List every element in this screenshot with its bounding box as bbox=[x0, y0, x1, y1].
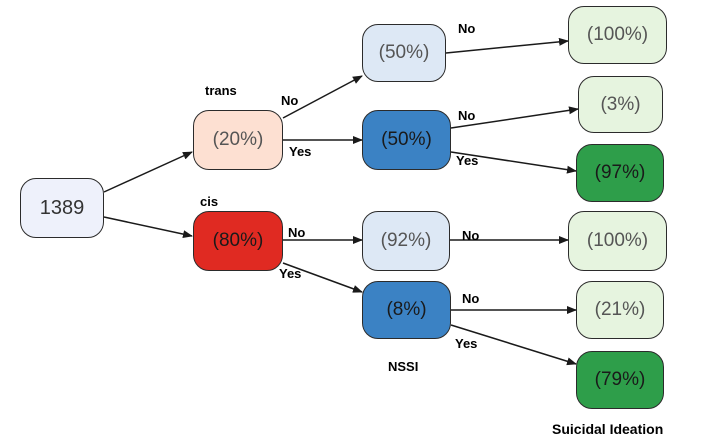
edge-cis-nssi-yes bbox=[282, 262, 363, 293]
cis-label: cis bbox=[200, 194, 219, 209]
trans-nssi-yes-node: (50%) bbox=[362, 110, 451, 170]
edge-label-cis-no: No bbox=[288, 225, 306, 240]
edge-label-trans-nssi-no-si-no: No bbox=[458, 21, 476, 36]
edge-cis-yes-si-yes bbox=[450, 324, 577, 366]
edge-trans-no-si-no bbox=[445, 37, 569, 54]
suicidal-ideation-label: Suicidal Ideation bbox=[552, 421, 664, 437]
cis-node: (80%) bbox=[193, 211, 283, 271]
cis-yes-si-yes-node: (79%) bbox=[576, 351, 664, 409]
trans-label: trans bbox=[205, 83, 237, 98]
nssi-label: NSSI bbox=[388, 359, 419, 374]
cis-nssi-yes-node: (8%) bbox=[362, 281, 451, 339]
edge-label-cis-yes: Yes bbox=[279, 266, 302, 281]
trans-nssi-no-node: (50%) bbox=[362, 24, 446, 82]
edge-label-cis-nssi-no-si-no: No bbox=[462, 228, 480, 243]
edge-label-trans-yes: Yes bbox=[289, 144, 312, 159]
edge-trans-nssi-no bbox=[282, 75, 363, 119]
root-node: 1389 bbox=[20, 178, 104, 238]
edge-label-trans-no: No bbox=[281, 93, 299, 108]
cis-nssi-no-node: (92%) bbox=[362, 211, 450, 271]
edge-label-trans-nssi-yes-si-yes: Yes bbox=[456, 153, 479, 168]
edge-trans-yes-si-no bbox=[450, 106, 579, 129]
cis-no-si-no-node: (100%) bbox=[568, 211, 667, 271]
cis-yes-si-no-node: (21%) bbox=[576, 281, 664, 339]
trans-node: (20%) bbox=[193, 110, 283, 170]
edge-label-cis-nssi-yes-si-no: No bbox=[462, 291, 480, 306]
edge-root-trans bbox=[103, 151, 193, 193]
edge-label-trans-nssi-yes-si-no: No bbox=[458, 108, 476, 123]
trans-no-si-no-node: (100%) bbox=[568, 6, 667, 64]
edge-trans-yes-si-yes bbox=[450, 151, 577, 174]
trans-yes-si-yes-node: (97%) bbox=[576, 144, 664, 202]
trans-yes-si-no-node: (3%) bbox=[578, 76, 663, 133]
edge-root-cis bbox=[103, 216, 193, 239]
edge-label-cis-nssi-yes-si-yes: Yes bbox=[455, 336, 478, 351]
